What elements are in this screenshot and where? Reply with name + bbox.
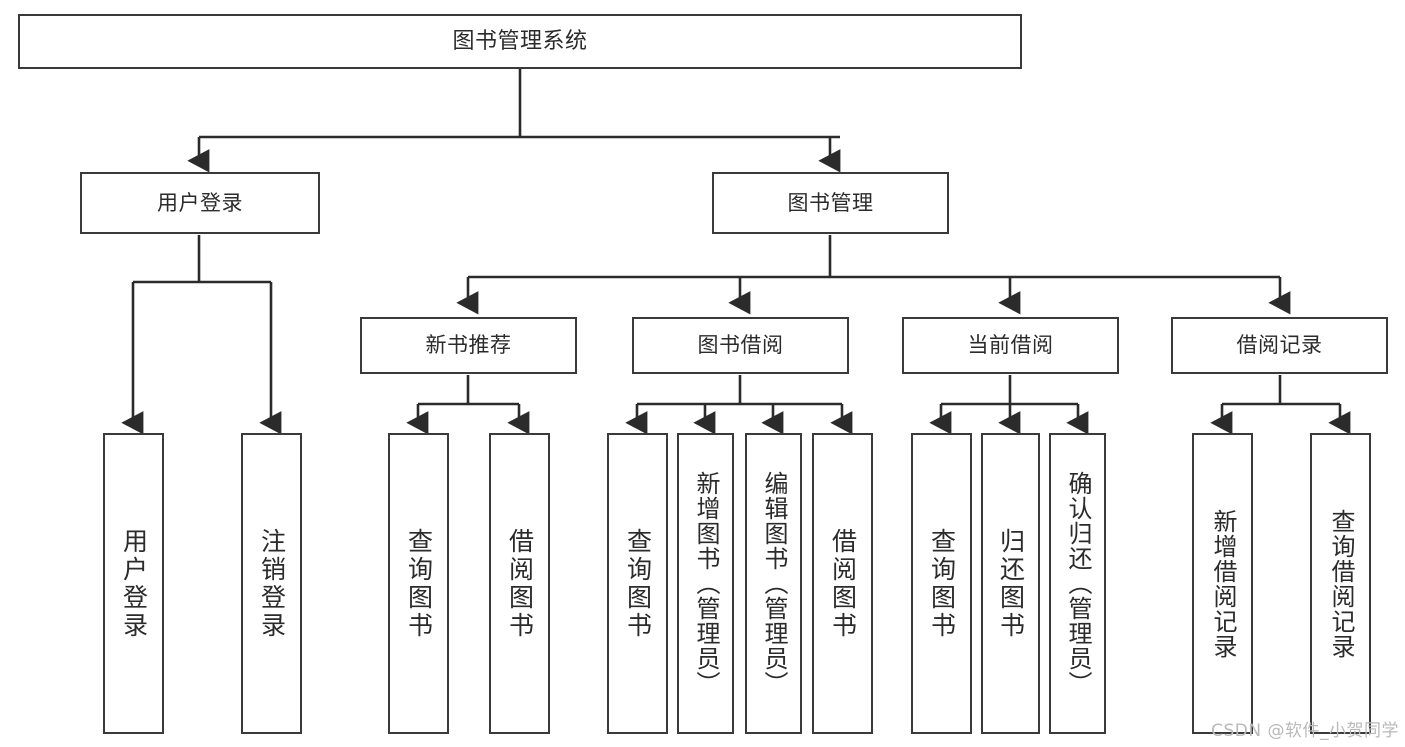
node-label: 查询图书	[927, 527, 957, 640]
leaf-confirm-return-admin[interactable]: 确认归还（管理员）	[1049, 433, 1106, 734]
node-book-management[interactable]: 图书管理	[712, 172, 949, 234]
node-label: 当前借阅	[967, 333, 1054, 358]
node-current-borrow[interactable]: 当前借阅	[902, 317, 1119, 374]
node-label: 图书管理	[787, 190, 874, 215]
leaf-query-book-current[interactable]: 查询图书	[911, 433, 972, 734]
node-root-system[interactable]: 图书管理系统	[18, 14, 1022, 69]
node-label: 新增借阅记录	[1208, 508, 1237, 659]
leaf-add-borrow-record[interactable]: 新增借阅记录	[1192, 433, 1253, 734]
leaf-add-book-admin[interactable]: 新增图书（管理员）	[677, 433, 734, 734]
node-label: 注销登录	[257, 527, 287, 640]
node-label: 查询借阅记录	[1326, 508, 1355, 659]
node-label: 用户登录	[157, 190, 243, 215]
leaf-query-book-recommend[interactable]: 查询图书	[388, 433, 449, 734]
leaf-logout-login[interactable]: 注销登录	[241, 433, 302, 734]
node-label: 借阅记录	[1236, 333, 1323, 358]
leaf-return-book[interactable]: 归还图书	[981, 433, 1040, 734]
leaf-borrow-book[interactable]: 借阅图书	[812, 433, 873, 734]
leaf-edit-book-admin[interactable]: 编辑图书（管理员）	[745, 433, 802, 734]
leaf-borrow-book-recommend[interactable]: 借阅图书	[489, 433, 550, 734]
node-new-book-recommend[interactable]: 新书推荐	[360, 317, 577, 374]
node-label: 新增图书（管理员）	[691, 471, 720, 696]
node-book-borrow[interactable]: 图书借阅	[632, 317, 849, 374]
node-label: 查询图书	[404, 527, 434, 640]
node-label: 归还图书	[996, 527, 1026, 640]
node-label: 图书借阅	[697, 333, 784, 358]
node-label: 查询图书	[623, 527, 653, 640]
node-borrow-record[interactable]: 借阅记录	[1171, 317, 1388, 374]
leaf-query-borrow-record[interactable]: 查询借阅记录	[1310, 433, 1371, 734]
node-label: 编辑图书（管理员）	[759, 471, 788, 696]
node-label: 图书管理系统	[452, 28, 588, 54]
node-label: 借阅图书	[505, 527, 535, 640]
leaf-query-book-borrow[interactable]: 查询图书	[607, 433, 668, 734]
leaf-user-login[interactable]: 用户登录	[103, 433, 164, 734]
watermark-text: CSDN @软件_小贺同学	[1211, 721, 1399, 741]
node-label: 借阅图书	[828, 527, 858, 640]
node-user-login[interactable]: 用户登录	[80, 172, 320, 234]
node-label: 用户登录	[119, 527, 149, 640]
node-label: 确认归还（管理员）	[1063, 471, 1092, 696]
node-label: 新书推荐	[425, 333, 512, 358]
